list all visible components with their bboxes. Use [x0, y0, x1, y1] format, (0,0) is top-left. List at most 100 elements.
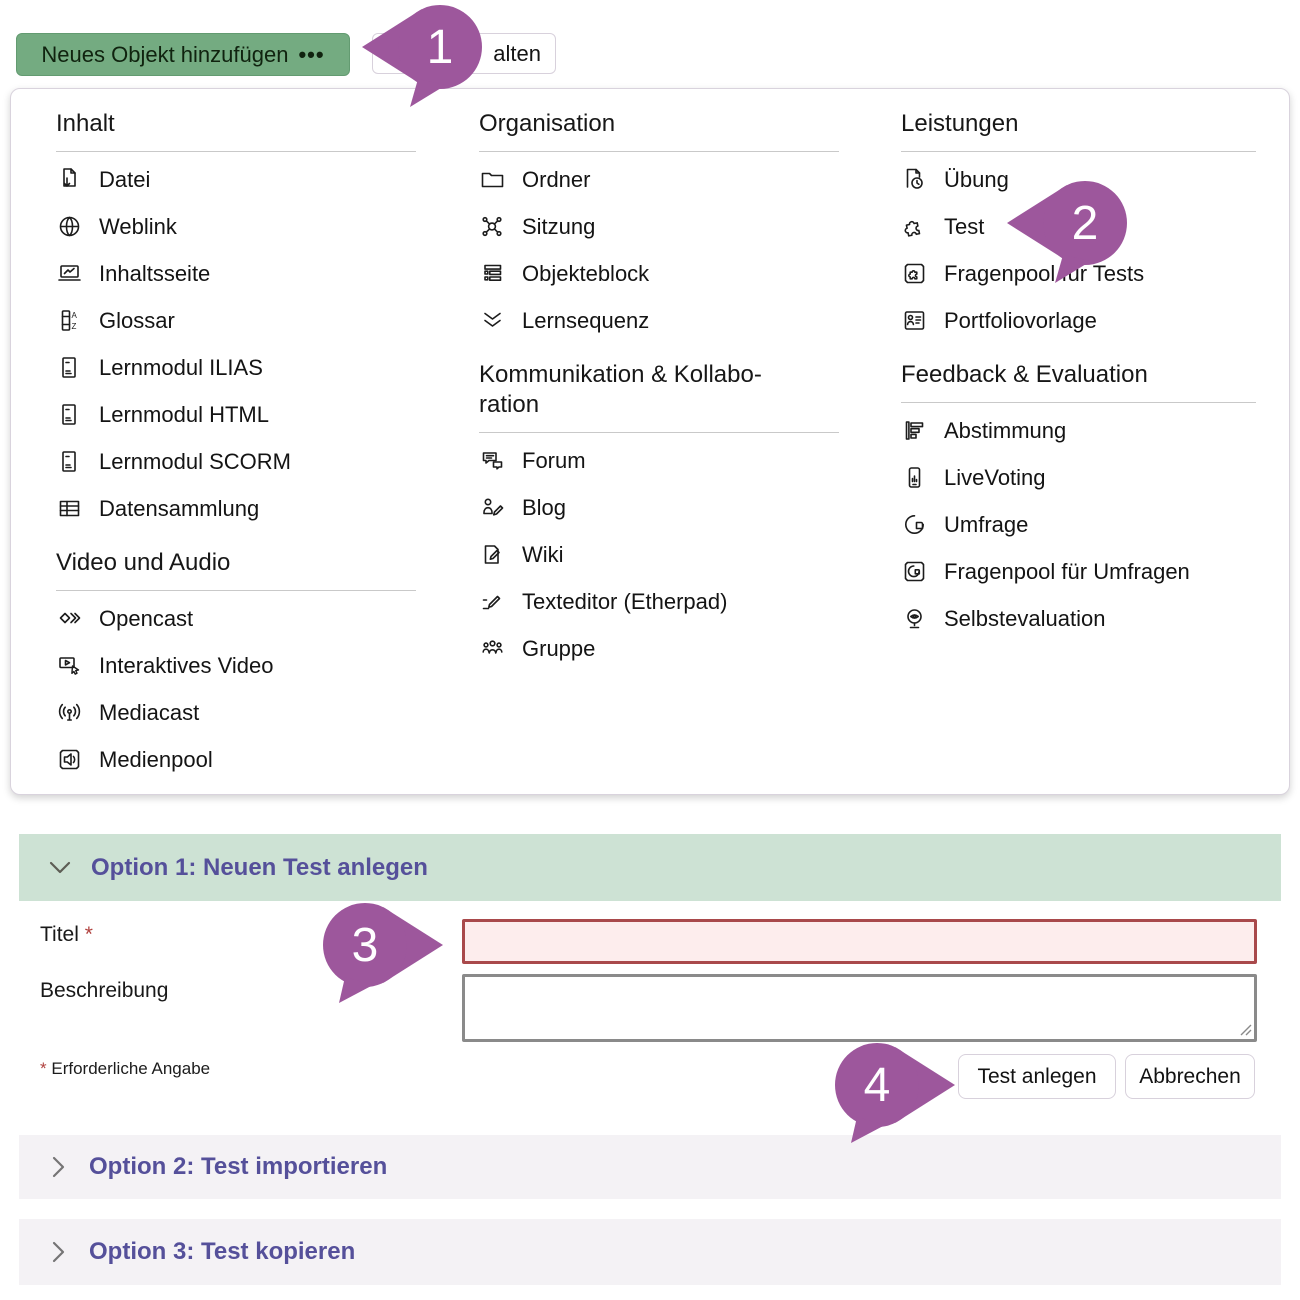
required-asterisk: *	[40, 1059, 47, 1078]
chevron-down-icon	[45, 853, 75, 883]
learning-module-icon	[56, 448, 83, 475]
menu-item-test[interactable]: Test	[901, 203, 1256, 250]
data-table-icon	[56, 495, 83, 522]
content-page-icon	[56, 260, 83, 287]
svg-text:A: A	[72, 311, 78, 320]
chevron-right-icon	[45, 1153, 73, 1181]
menu-item-fragenpool-umfragen[interactable]: Fragenpool für Umfragen	[901, 548, 1256, 595]
accordion-option3-title: Option 3: Test kopieren	[89, 1238, 356, 1265]
accordion-option1-header[interactable]: Option 1: Neuen Test anlegen	[19, 834, 1281, 901]
media-pool-icon	[56, 746, 83, 773]
menu-item-fragenpool-tests[interactable]: Fragenpool für Tests	[901, 250, 1256, 297]
poll-icon	[901, 417, 928, 444]
menu-item-datensammlung[interactable]: Datensammlung	[56, 485, 416, 532]
menu-section-title-video-audio: Video und Audio	[56, 548, 416, 591]
question-pool-survey-icon	[901, 558, 928, 585]
add-new-object-button[interactable]: Neues Objekt hinzufügen •••	[16, 33, 350, 76]
menu-item-uebung[interactable]: Übung	[901, 156, 1256, 203]
menu-item-blog[interactable]: Blog	[479, 484, 839, 531]
session-icon	[479, 213, 506, 240]
menu-section-title-inhalt: Inhalt	[56, 109, 416, 152]
menu-item-lernmodul-scorm[interactable]: Lernmodul SCORM	[56, 438, 416, 485]
menu-item-wiki[interactable]: Wiki	[479, 531, 839, 578]
file-download-icon	[56, 166, 83, 193]
survey-icon	[901, 511, 928, 538]
svg-text:4: 4	[864, 1059, 891, 1112]
wiki-icon	[479, 541, 506, 568]
accordion-option1-title: Option 1: Neuen Test anlegen	[91, 853, 428, 881]
menu-section-title-organisation: Organisation	[479, 109, 839, 152]
menu-section-title-feedback: Feedback & Evaluation	[901, 360, 1256, 403]
beschreibung-label: Beschreibung	[40, 979, 169, 1002]
exercise-icon	[901, 166, 928, 193]
menu-item-livevoting[interactable]: LiveVoting	[901, 454, 1256, 501]
menu-item-selbstevaluation[interactable]: Selbstevaluation	[901, 595, 1256, 642]
menu-section-title-kommunikation: Kommunikation & Kollabo- ration	[479, 360, 839, 433]
self-evaluation-icon	[901, 605, 928, 632]
menu-item-lernmodul-html[interactable]: Lernmodul HTML	[56, 391, 416, 438]
menu-item-opencast[interactable]: Opencast	[56, 595, 416, 642]
menu-item-inhaltsseite[interactable]: Inhaltsseite	[56, 250, 416, 297]
chevron-right-icon	[45, 1238, 73, 1266]
titel-label: Titel *	[40, 923, 93, 946]
beschreibung-textarea[interactable]	[462, 974, 1257, 1042]
test-anlegen-button[interactable]: Test anlegen	[958, 1054, 1116, 1099]
menu-item-datei[interactable]: Datei	[56, 156, 416, 203]
menu-item-objekteblock[interactable]: Objekteblock	[479, 250, 839, 297]
add-new-object-label: Neues Objekt hinzufügen	[41, 41, 289, 67]
broadcast-icon	[56, 699, 83, 726]
abbrechen-button[interactable]: Abbrechen	[1125, 1054, 1255, 1099]
forum-icon	[479, 447, 506, 474]
text-editor-icon	[479, 588, 506, 615]
group-icon	[479, 635, 506, 662]
menu-item-interaktives-video[interactable]: Interaktives Video	[56, 642, 416, 689]
menu-section-title-leistungen: Leistungen	[901, 109, 1256, 152]
required-note: * Erforderliche Angabe	[40, 1059, 211, 1078]
learning-module-icon	[56, 354, 83, 381]
learning-module-icon	[56, 401, 83, 428]
menu-item-ordner[interactable]: Ordner	[479, 156, 839, 203]
menu-item-gruppe[interactable]: Gruppe	[479, 625, 839, 672]
menu-column-leistungen: Leistungen Übung Test Fragenpool für Tes…	[901, 109, 1256, 642]
blog-icon	[479, 494, 506, 521]
menu-item-umfrage[interactable]: Umfrage	[901, 501, 1256, 548]
interactive-video-icon	[56, 652, 83, 679]
annotation-badge-4: 4	[827, 1035, 957, 1147]
menu-item-lernsequenz[interactable]: Lernsequenz	[479, 297, 839, 344]
partially-hidden-button[interactable]: alten	[372, 33, 556, 74]
accordion-option2-header[interactable]: Option 2: Test importieren	[19, 1135, 1281, 1199]
accordion-option2-title: Option 2: Test importieren	[89, 1153, 388, 1180]
required-asterisk: *	[84, 923, 93, 946]
menu-item-abstimmung[interactable]: Abstimmung	[901, 407, 1256, 454]
menu-item-lernmodul-ilias[interactable]: Lernmodul ILIAS	[56, 344, 416, 391]
folder-icon	[479, 166, 506, 193]
menu-item-medienpool[interactable]: Medienpool	[56, 736, 416, 783]
menu-item-sitzung[interactable]: Sitzung	[479, 203, 839, 250]
svg-text:Z: Z	[72, 322, 77, 331]
menu-item-weblink[interactable]: Weblink	[56, 203, 416, 250]
annotation-badge-3: 3	[315, 895, 445, 1007]
menu-item-mediacast[interactable]: Mediacast	[56, 689, 416, 736]
portfolio-template-icon	[901, 307, 928, 334]
puzzle-icon	[901, 213, 928, 240]
accordion-option3-header[interactable]: Option 3: Test kopieren	[19, 1219, 1281, 1285]
svg-text:3: 3	[352, 919, 379, 972]
menu-column-organisation: Organisation Ordner Sitzung Objekteblock…	[479, 109, 839, 672]
globe-icon	[56, 213, 83, 240]
opencast-icon	[56, 605, 83, 632]
more-dots-icon: •••	[298, 41, 325, 67]
beschreibung-field-wrap	[462, 974, 1257, 1042]
menu-item-texteditor[interactable]: Texteditor (Etherpad)	[479, 578, 839, 625]
menu-item-forum[interactable]: Forum	[479, 437, 839, 484]
partially-hidden-button-label: alten	[493, 40, 541, 66]
live-voting-icon	[901, 464, 928, 491]
object-block-icon	[479, 260, 506, 287]
question-pool-tests-icon	[901, 260, 928, 287]
menu-item-portfoliovorlage[interactable]: Portfoliovorlage	[901, 297, 1256, 344]
learning-sequence-icon	[479, 307, 506, 334]
titel-input[interactable]	[462, 919, 1257, 964]
